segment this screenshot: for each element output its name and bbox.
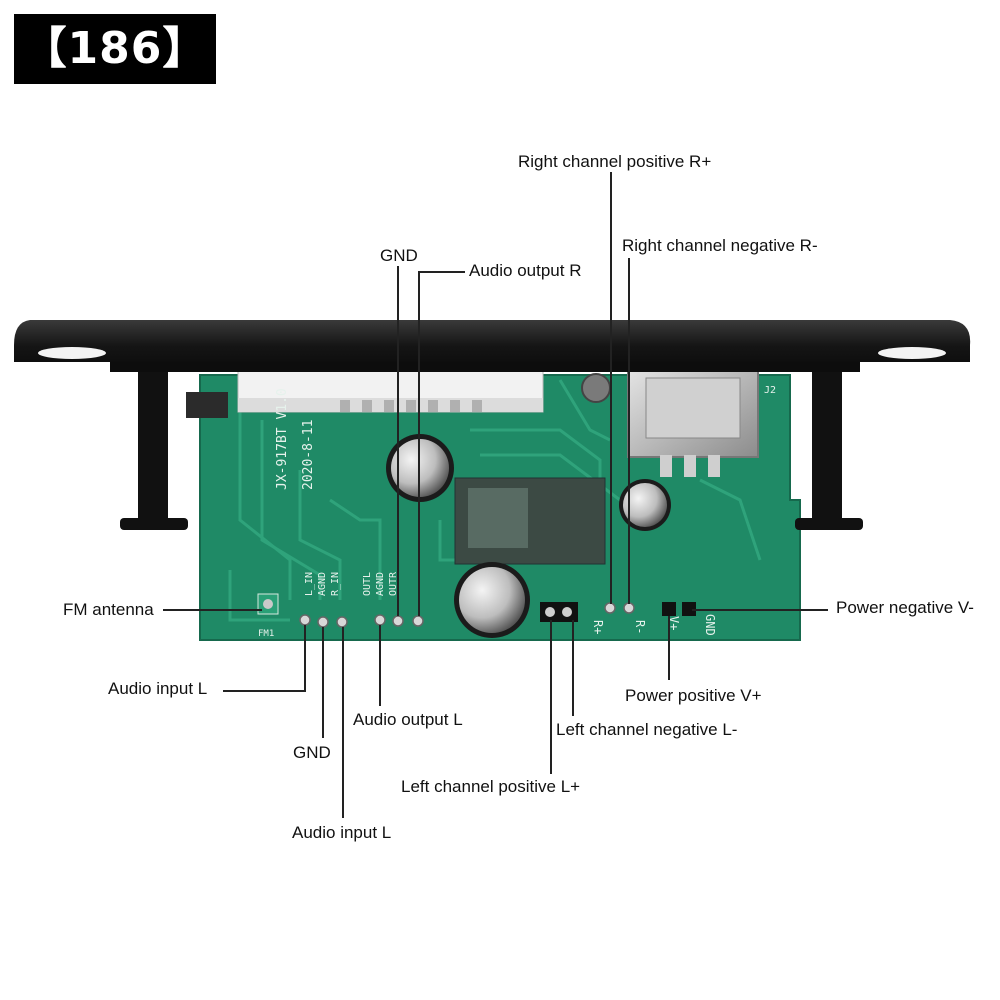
silk-pin-outl: OUTL: [362, 572, 373, 596]
label-right-channel-negative: Right channel negative R-: [622, 236, 818, 255]
ir-receiver: [186, 392, 228, 418]
silk-fm1: FM1: [258, 629, 274, 639]
microphone: [581, 373, 611, 403]
label-power-positive: Power positive V+: [625, 686, 762, 705]
capacitor-3: [454, 562, 530, 638]
front-bezel: [14, 320, 971, 372]
mount-post-left: [120, 372, 188, 530]
leader-audio-in-l-1: [223, 625, 306, 692]
silk-date: 2020-8-11: [301, 420, 316, 490]
label-gnd-bottom: GND: [293, 743, 331, 762]
label-right-channel-positive: Right channel positive R+: [518, 152, 712, 171]
speaker-header-left: [540, 602, 578, 622]
leader-lines: [163, 172, 828, 818]
label-audio-input-l-1: Audio input L: [108, 679, 208, 698]
label-gnd-top: GND: [380, 246, 418, 265]
label-audio-output-l: Audio output L: [353, 710, 463, 729]
label-fm-antenna: FM antenna: [63, 600, 154, 619]
silk-pin-outr: OUTR: [388, 571, 399, 596]
label-left-channel-negative: Left channel negative L-: [556, 720, 738, 739]
silk-r-minus: R-: [633, 620, 647, 634]
silk-pin-rin: R_IN: [330, 572, 341, 596]
label-power-negative: Power negative V-: [836, 598, 974, 617]
label-audio-input-l-2: Audio input L: [292, 823, 392, 842]
power-pads: [662, 602, 696, 616]
silk-pin-agnd-out: AGND: [375, 572, 386, 596]
silk-gnd: GND: [703, 614, 717, 636]
label-left-channel-positive: Left channel positive L+: [401, 777, 581, 796]
silk-pin-lin: L_IN: [304, 572, 315, 596]
solder-pads: [299, 602, 635, 628]
leader-audio-out-r: [418, 271, 465, 616]
mount-post-right: [795, 372, 863, 530]
silk-r-plus: R+: [591, 620, 605, 634]
silk-model: JX-917BT V1.0: [275, 388, 290, 490]
silk-v-plus: V+: [667, 616, 681, 630]
label-audio-output-r: Audio output R: [469, 261, 582, 280]
capacitor-2: [619, 479, 671, 531]
fm-antenna-pad: [257, 593, 279, 615]
silk-j2: J2: [764, 385, 776, 396]
figure-number-badge: 【186】: [14, 14, 216, 84]
silk-pin-agnd-in: AGND: [317, 572, 328, 596]
